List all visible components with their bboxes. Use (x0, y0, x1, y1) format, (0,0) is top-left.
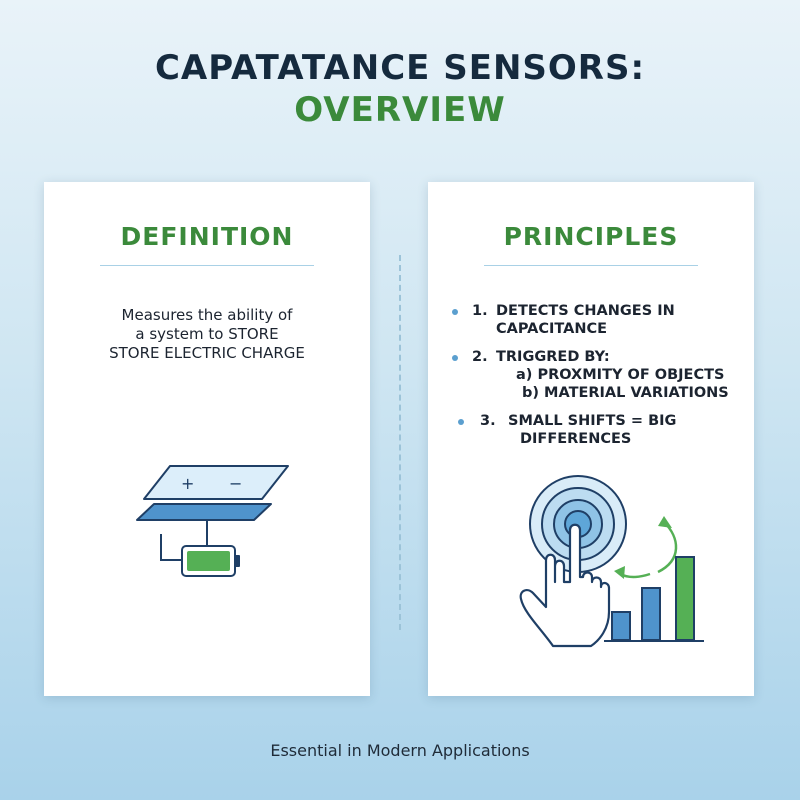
principle-subitem: a) PROXMITY OF OBJECTS (516, 367, 725, 383)
capacitor-icon: + − (136, 465, 289, 561)
cycle-arrow-icon (614, 516, 678, 579)
footer-caption: Essential in Modern Applications (270, 741, 530, 760)
bullet-icon (452, 309, 458, 315)
principles-divider (484, 265, 698, 266)
page-title-line-2: OVERVIEW (294, 90, 506, 130)
principles-heading: PRINCIPLES (503, 222, 679, 251)
principle-line: DIFFERENCES (520, 431, 632, 447)
center-divider (399, 255, 401, 630)
principles-card: PRINCIPLES 1. DETECTS CHANGES IN CAPACIT… (428, 182, 754, 696)
definition-card: DEFINITION Measures the ability of a sys… (44, 182, 370, 696)
principle-subitem: b) MATERIAL VARIATIONS (522, 385, 729, 401)
principle-line: SMALL SHIFTS = BIG (508, 413, 677, 429)
principle-line: TRIGGRED BY: (496, 349, 610, 365)
hand-pointer-icon (519, 523, 611, 648)
principle-number: 2. (472, 349, 488, 365)
definition-divider (100, 265, 314, 266)
bar-chart-icon (604, 556, 704, 642)
definition-line: a system to STORE (135, 325, 279, 343)
principle-number: 3. (480, 413, 496, 429)
principle-line: CAPACITANCE (496, 321, 608, 337)
principle-number: 1. (472, 303, 488, 319)
battery-icon (181, 545, 240, 577)
plate-minus-sign: − (229, 474, 242, 493)
definition-heading: DEFINITION (120, 222, 294, 251)
principle-line: DETECTS CHANGES IN (496, 303, 675, 319)
plate-plus-sign: + (181, 474, 194, 493)
touch-target-icon (529, 475, 627, 573)
bullet-icon (458, 419, 464, 425)
definition-text: Measures the ability of a system to STOR… (64, 306, 350, 363)
page-title-line-1: CAPATATANCE SENSORS: (154, 48, 646, 88)
definition-line: Measures the ability of (121, 306, 293, 324)
definition-line: STORE ELECTRIC CHARGE (109, 344, 305, 362)
bullet-icon (452, 355, 458, 361)
